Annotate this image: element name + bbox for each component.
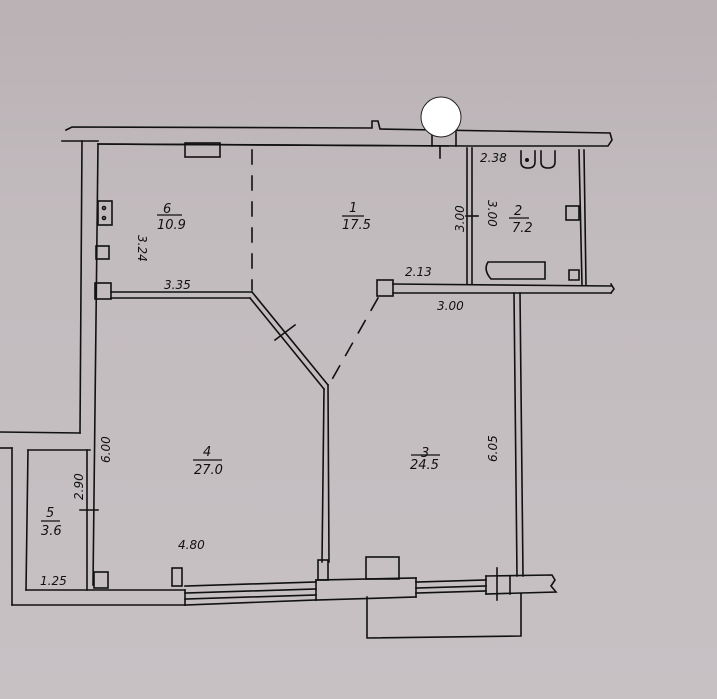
- dim-room4-height: 6.00: [99, 436, 113, 463]
- svg-text:10.9: 10.9: [157, 218, 186, 233]
- dim-room6-height: 3.24: [135, 235, 149, 262]
- dim-room2-height-left: 3.00: [453, 205, 467, 232]
- dim-room3-height: 6.05: [486, 435, 500, 462]
- svg-text:6: 6: [163, 202, 171, 217]
- location-marker-icon: [420, 96, 462, 138]
- dim-room2-height-right: 3.00: [485, 200, 499, 227]
- dim-room3-width: 3.00: [437, 299, 464, 313]
- dim-room5-height: 2.90: [72, 473, 86, 500]
- svg-text:3: 3: [421, 446, 429, 461]
- room-label-2: 2 7.2: [509, 204, 533, 236]
- room-label-6: 6 10.9: [157, 202, 186, 233]
- dim-corridor-stub: 2.13: [405, 265, 432, 279]
- svg-text:5: 5: [46, 506, 54, 521]
- dim-room4-width: 4.80: [178, 538, 205, 552]
- svg-text:2: 2: [514, 204, 522, 219]
- room-label-4: 4 27.0: [193, 445, 223, 478]
- svg-text:1: 1: [349, 201, 357, 216]
- room-label-1: 1 17.5: [342, 201, 371, 233]
- dim-room2-width: 2.38: [480, 151, 507, 165]
- svg-text:27.0: 27.0: [194, 463, 223, 478]
- svg-text:7.2: 7.2: [512, 221, 533, 236]
- svg-text:4: 4: [203, 445, 211, 460]
- dim-room6-width: 3.35: [164, 278, 191, 292]
- dim-room5-width: 1.25: [40, 574, 67, 588]
- room-label-3: 3 24.5: [410, 446, 440, 473]
- svg-text:3.6: 3.6: [41, 524, 62, 539]
- svg-text:17.5: 17.5: [342, 218, 371, 233]
- top-exterior-wall: [64, 120, 613, 147]
- svg-text:24.5: 24.5: [410, 458, 439, 473]
- room-label-5: 5 3.6: [41, 506, 62, 539]
